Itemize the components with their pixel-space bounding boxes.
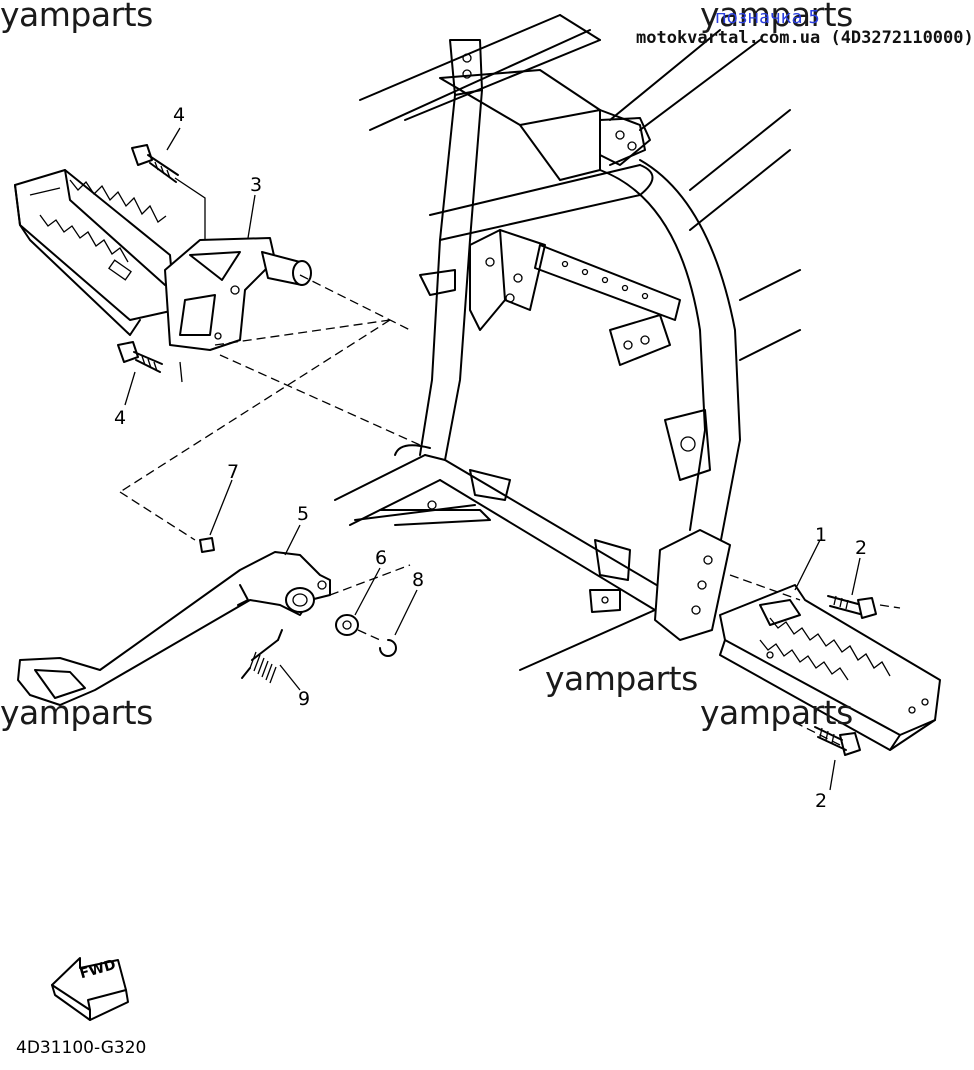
exploded-view-drawing [14,14,941,1021]
washer-6 [335,614,359,636]
circlip-8 [379,639,397,657]
leader-lines [119,127,901,791]
callout-2: 2 [855,537,868,559]
spring-9 [241,629,283,684]
callout-9: 9 [298,688,311,710]
site-reference: motokvartal.com.ua (4D3272110000) [636,28,974,48]
footrest-bracket-3 [164,237,312,351]
callout-7: 7 [227,461,240,483]
bolt-4-top [131,144,179,183]
fwd-arrow-icon [51,957,129,1021]
watermark: yamparts [700,693,853,732]
brake-pedal-5 [17,551,331,706]
bolt-2-top [827,595,877,619]
left-footrest [14,169,176,336]
right-frame-mount [654,529,731,641]
callout-2: 2 [815,790,828,812]
callout-8: 8 [412,569,425,591]
diagram-code: 4D31100-G320 [16,1038,147,1058]
frame [334,14,801,671]
watermark: yamparts [0,0,153,34]
callout-5: 5 [297,503,310,525]
callout-4: 4 [114,407,127,429]
clip-7 [199,537,215,553]
part-note: позначка 5 [715,7,820,28]
bolt-4-bottom [117,341,163,373]
right-footrest-1 [719,584,941,751]
bolt-2-bottom [814,726,861,756]
watermark: yamparts [700,0,853,34]
callout-1: 1 [815,524,828,546]
watermark: yamparts [0,693,153,732]
callout-6: 6 [375,547,388,569]
callout-4: 4 [173,104,186,126]
watermark: yamparts [545,659,698,698]
callout-3: 3 [250,174,263,196]
